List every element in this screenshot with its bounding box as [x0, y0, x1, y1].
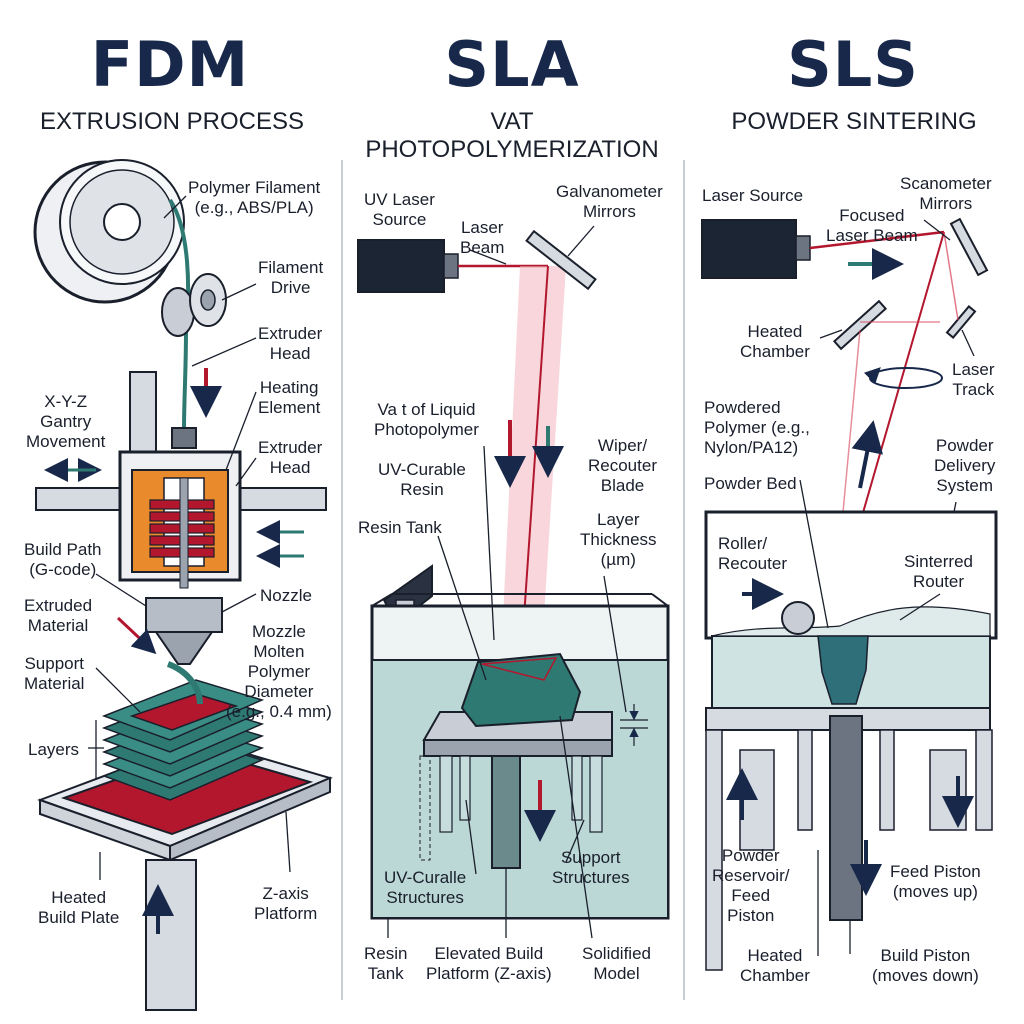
chamber-mirror-icon [832, 299, 977, 351]
laser-source-icon [701, 219, 811, 279]
label-resin-tank: Resin Tank [358, 518, 442, 537]
label-powder-bed: Powder Bed [704, 474, 797, 493]
fdm-illustration [33, 159, 333, 1011]
printed-layers [101, 661, 265, 801]
filament-drive-icon [161, 273, 227, 337]
build-plate-icon [37, 738, 333, 1011]
label-polymer-filament: Polymer Filament(e.g., ABS/PLA) [188, 178, 321, 217]
extruder-head-icon [118, 427, 242, 665]
sls-subtitle: POWDER SINTERING [731, 108, 977, 135]
powder-chamber-icon [704, 510, 998, 971]
label-layers: Layers [28, 740, 80, 759]
sla-illustration [357, 225, 670, 939]
fdm-subtitle: EXTRUSION PROCESS [39, 108, 305, 135]
label-build-path: Build Path(G-code) [24, 540, 102, 579]
label-feed-piston: Feed Piston(moves up) [890, 862, 981, 901]
label-laser-source: Laser Source [702, 186, 804, 205]
divider-left [341, 160, 343, 1000]
label-roller-recouter: Roller/Recouter [718, 534, 787, 573]
sla-subtitle: VAT PHOTOPOLYMERIZATION [365, 108, 659, 163]
galvanometer-mirror-icon [525, 229, 597, 291]
sls-illustration [701, 217, 998, 971]
fdm-title: FDM [90, 28, 250, 101]
uv-laser-source-icon [357, 239, 459, 293]
divider-right [683, 160, 685, 1000]
scanometer-mirror-icon [949, 217, 989, 277]
filament-spool-icon [33, 159, 191, 331]
label-nozzle: Nozzle [260, 586, 312, 605]
sla-title: SLA [444, 28, 580, 101]
label-build-piston: Build Piston(moves down) [872, 946, 979, 985]
sls-title: SLS [787, 28, 919, 101]
